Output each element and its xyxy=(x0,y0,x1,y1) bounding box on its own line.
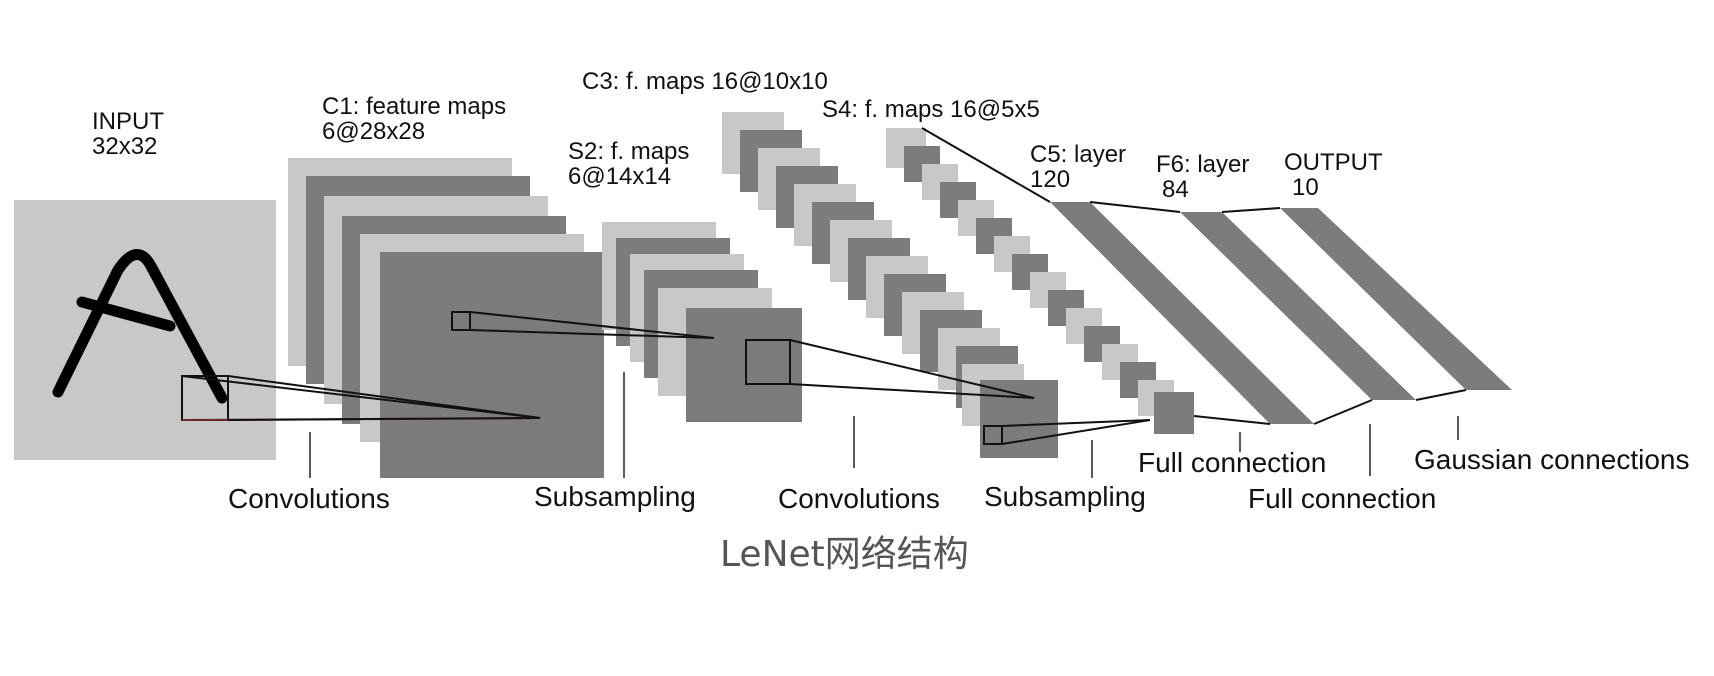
dense-layers xyxy=(1050,202,1512,424)
s2-label: S2: f. maps xyxy=(568,138,689,165)
c3-label: C3: f. maps 16@10x10 xyxy=(582,68,828,95)
c1-receptive-field xyxy=(451,311,471,331)
f6-label: F6: layer xyxy=(1156,151,1249,178)
f6-size-label: 84 xyxy=(1162,176,1189,203)
sub1-label: Subsampling xyxy=(534,481,696,512)
conv1-label: Convolutions xyxy=(228,483,390,514)
c3-feature-maps xyxy=(722,112,1058,458)
output-label: OUTPUT xyxy=(1284,149,1383,176)
gauss-label: Gaussian connections xyxy=(1414,444,1690,475)
connection-lines xyxy=(181,127,1467,445)
c1-size-label: 6@28x28 xyxy=(322,118,425,145)
s2-feature-maps xyxy=(602,222,802,422)
output-bar xyxy=(1280,208,1512,390)
diagram-caption: LeNet网络结构 xyxy=(720,534,969,575)
s4-feature-maps xyxy=(886,128,1194,434)
c1-feature-maps xyxy=(288,158,604,478)
full2-label: Full connection xyxy=(1248,483,1436,514)
operation-ticks xyxy=(309,372,1459,478)
c3-receptive-field xyxy=(983,425,1003,445)
output-size-label: 10 xyxy=(1292,174,1319,201)
c5-bar xyxy=(1050,202,1314,424)
c1-label: C1: feature maps xyxy=(322,93,506,120)
f6-bar xyxy=(1180,212,1416,400)
c5-label: C5: layer xyxy=(1030,141,1126,168)
c1-map-6 xyxy=(380,252,604,478)
input-size-label: 32x32 xyxy=(92,133,157,160)
letter-a-glyph xyxy=(52,249,228,404)
s2-size-label: 6@14x14 xyxy=(568,163,671,190)
s2-receptive-field xyxy=(745,339,791,385)
c5-size-label: 120 xyxy=(1030,166,1070,193)
input-label: INPUT xyxy=(92,108,164,135)
input-image xyxy=(14,200,276,460)
s2-map-6 xyxy=(686,308,802,422)
input-layer xyxy=(14,200,276,460)
full1-label: Full connection xyxy=(1138,447,1326,478)
sub2-label: Subsampling xyxy=(984,481,1146,512)
conv2-label: Convolutions xyxy=(778,483,940,514)
s4-label: S4: f. maps 16@5x5 xyxy=(822,96,1040,123)
